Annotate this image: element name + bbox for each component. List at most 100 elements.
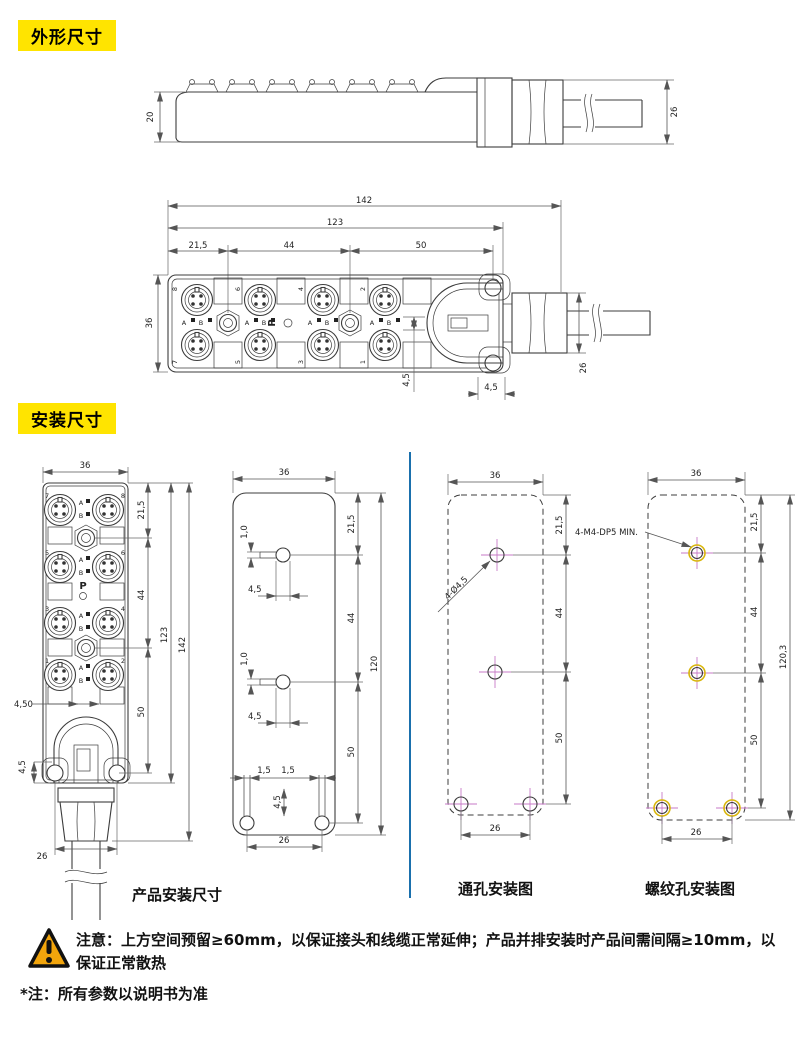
port-number: 3 [297, 360, 305, 364]
dim-top-seg2: 44 [284, 241, 295, 251]
plate-keyholes [239, 547, 330, 831]
dim-prod-width: 36 [80, 461, 91, 471]
led-b-label: B [79, 625, 83, 633]
dim-plate-bot-slot1: 1,5 [257, 766, 271, 776]
dim-prod-total: 142 [178, 637, 188, 653]
dim-plate-hole-d1: 4,5 [248, 585, 262, 595]
section-title-outline: 外形尺寸 [18, 20, 116, 51]
port-number: 8 [171, 287, 179, 291]
through-outline [447, 494, 544, 816]
thread-dims: 21,5 44 50 120,3 26 [661, 494, 795, 844]
dim-thread-seg3: 50 [750, 735, 760, 746]
thread-callout: 4-M4-DP5 MIN. [575, 528, 692, 548]
dim-prod-slot: 4,50 [14, 700, 33, 710]
section-divider [409, 452, 411, 898]
plate-outline: 36 [232, 468, 336, 836]
port-number: 5 [45, 549, 49, 557]
dim-plate-slot-w1: 1,0 [240, 525, 250, 539]
led-a-label: A [79, 664, 84, 672]
caption-product-install: 产品安装尺寸 [132, 886, 223, 904]
top-view-dims-lower: 3 6 4,5 4,5 26 [145, 274, 589, 400]
product-dims-top: 36 [42, 461, 129, 483]
dim-thread-holes: 26 [691, 828, 702, 838]
dim-plate-seg2: 44 [347, 613, 357, 624]
led-a-label: A [245, 319, 250, 327]
product-port-labels: 7 8 5 6 3 4 1 2 A B A B A B A B P [45, 492, 125, 685]
dim-through-seg1: 21,5 [555, 516, 565, 535]
port-number: 2 [359, 287, 367, 291]
port-number: 6 [121, 549, 125, 557]
warning-triangle-icon [28, 928, 70, 968]
led-b-label: B [325, 319, 329, 327]
dim-plate-slot-w2: 1,0 [240, 652, 250, 666]
thread-outline [647, 494, 746, 821]
led-b-label: B [262, 319, 266, 327]
dim-plate-seg3: 50 [347, 747, 357, 758]
led-a-label: A [370, 319, 375, 327]
dim-top-ear: 4,5 [484, 383, 498, 393]
caption-threaded-hole: 螺纹孔安装图 [645, 880, 736, 898]
side-view-body [175, 77, 643, 148]
dim-prod-holes: 26 [37, 852, 48, 862]
led-b-label: B [79, 569, 83, 577]
dim-prod-seg2: 44 [137, 590, 147, 601]
section-title-install: 安装尺寸 [18, 403, 116, 434]
warning-text: 注意：上方空间预留≥60mm，以保证接头和线缆正常延伸；产品并排安装时产品间需间… [76, 931, 776, 972]
dim-thread-total: 120,3 [779, 645, 789, 669]
dim-thread-width: 36 [691, 469, 702, 479]
dim-top-body: 123 [327, 218, 343, 228]
center-port-label: P [267, 319, 278, 326]
dim-plate-total: 120 [370, 656, 380, 672]
dim-thread-seg1: 21,5 [750, 513, 760, 532]
led-a-label: A [308, 319, 313, 327]
port-number: 3 [45, 605, 49, 613]
port-number: 2 [121, 657, 125, 665]
led-b-label: B [199, 319, 203, 327]
dim-top-slot: 4,5 [402, 373, 412, 387]
caption-through-hole: 通孔安装图 [458, 880, 534, 898]
through-hole-drawing: 36 4-Ø4,5 21,5 44 50 26 [437, 471, 571, 840]
led-a-label: A [79, 612, 84, 620]
top-view-drawing: 142 123 21,5 44 50 [145, 196, 651, 400]
product-dims-side: 4,50 4,5 26 21,5 44 50 123 142 [14, 482, 193, 862]
dim-plate-bot-offset: 4,5 [273, 795, 283, 809]
side-view-drawing: 20 26 [146, 77, 680, 148]
led-a-label: A [182, 319, 187, 327]
port-number: 1 [359, 360, 367, 364]
led-b-label: B [79, 512, 83, 520]
dim-plate-bot-slot2: 1,5 [281, 766, 295, 776]
dim-top-total: 142 [356, 196, 372, 206]
led-b-label: B [387, 319, 391, 327]
threaded-hole-drawing: 36 4-M4-DP5 MIN. 21,5 44 50 120,3 [575, 469, 795, 844]
product-body [41, 482, 131, 920]
led-a-label: A [79, 499, 84, 507]
dim-top-gland: 26 [579, 363, 589, 374]
dim-plate-hole-d2: 4,5 [248, 712, 262, 722]
port-number: 7 [45, 492, 49, 500]
thread-holes [646, 537, 748, 824]
dim-plate-width: 36 [279, 468, 290, 478]
dim-through-seg2: 44 [555, 608, 565, 619]
port-number: 5 [234, 360, 242, 364]
dim-through-width: 36 [490, 471, 501, 481]
port-number: 7 [171, 360, 179, 364]
side-view-dims: 20 26 [146, 79, 680, 145]
dim-prod-ear: 4,5 [18, 760, 28, 774]
dim-top-seg3: 50 [416, 241, 427, 251]
port-number: 1 [45, 657, 49, 665]
through-dims: 21,5 44 50 26 [460, 494, 571, 840]
top-view-dims-upper: 142 123 21,5 44 50 [167, 196, 562, 313]
port-number: 4 [121, 605, 125, 613]
port-number: 6 [234, 287, 242, 291]
dim-prod-seg1: 21,5 [137, 501, 147, 520]
thread-callout-text: 4-M4-DP5 MIN. [575, 528, 638, 538]
plate-install-drawing: 36 1,0 4,5 1,0 [230, 468, 386, 852]
top-view-port-labels: 8 6 4 2 7 5 3 1 A B A B A B A B P [171, 287, 400, 364]
dim-plate-holes: 26 [279, 836, 290, 846]
dim-prod-seg3: 50 [137, 707, 147, 718]
product-install-drawing: 36 7 8 5 [14, 461, 193, 920]
footnote-text: *注：所有参数以说明书为准 [20, 985, 208, 1003]
dim-side-height: 20 [146, 112, 156, 123]
dim-prod-body: 123 [160, 627, 170, 643]
